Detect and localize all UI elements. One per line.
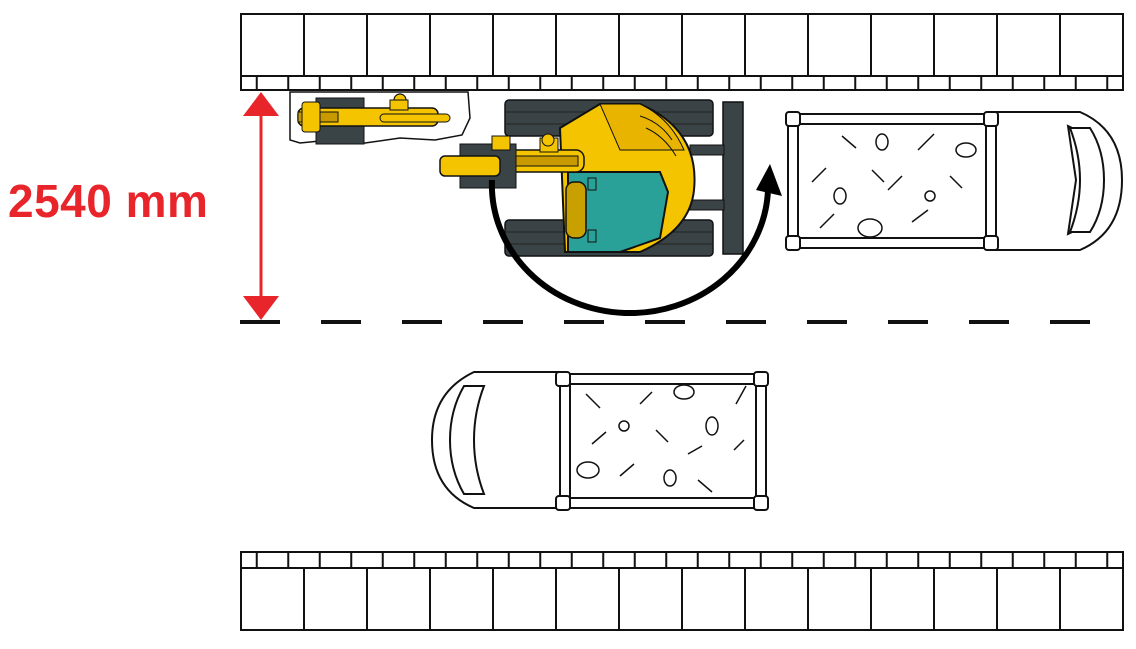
swing-arrow-icon (488, 164, 782, 317)
lower-curb-block (240, 551, 1124, 631)
dimension-arrow (243, 92, 279, 320)
dump-truck-upper-icon (785, 111, 1124, 251)
retracted-arm-outline (289, 91, 471, 145)
mini-excavator-icon (439, 99, 744, 257)
dimension-label: 2540 mm (8, 175, 209, 227)
dump-truck-lower-icon (430, 371, 769, 511)
upper-curb-block (240, 13, 1124, 91)
